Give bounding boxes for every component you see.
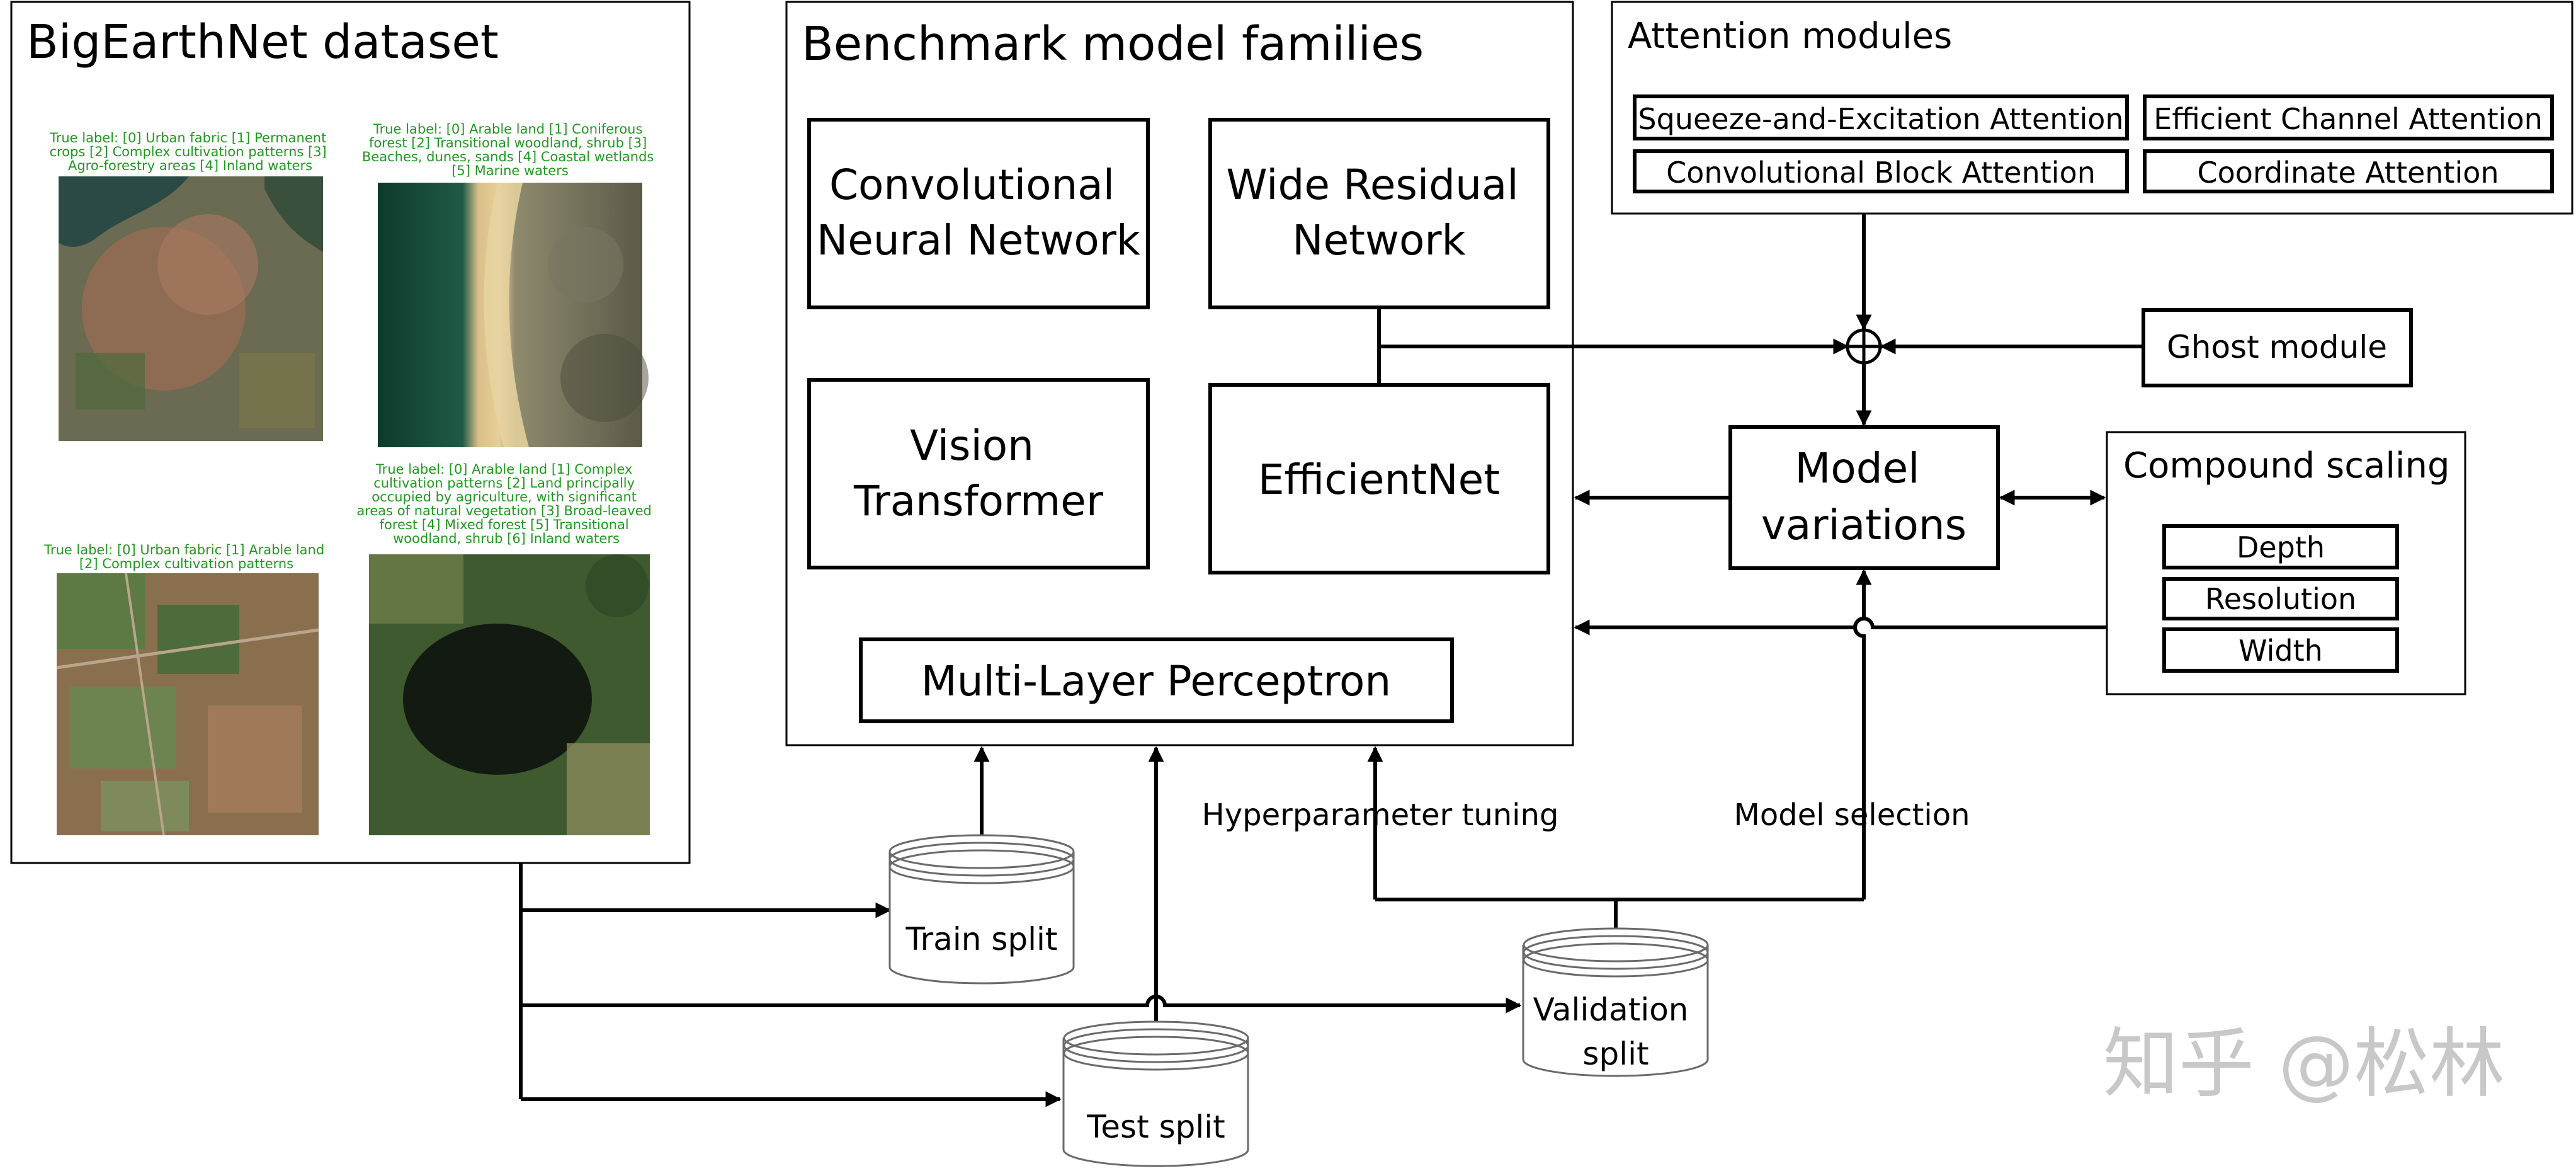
sample-4-caption: True label: [0] Arable land [1] Complex … (356, 462, 655, 546)
model-selection-arrow (1853, 569, 1872, 900)
sample-1-satellite-image (59, 176, 323, 441)
svg-text:Squeeze-and-Excitation Attenti: Squeeze-and-Excitation Attention (1638, 102, 2123, 136)
sample-2: True label: [0] Arable land [1] Conifero… (362, 122, 658, 447)
combine-plus-icon (1846, 328, 1882, 365)
resolution-box: Resolution (2162, 577, 2399, 620)
sample-2-caption: True label: [0] Arable land [1] Conifero… (362, 122, 658, 178)
vision-transformer-box: Vision Transformer (807, 378, 1150, 569)
dataset-title: BigEarthNet dataset (26, 15, 499, 69)
cnn-box: Convolutional Neural Network (807, 118, 1150, 309)
benchmark-panel: Benchmark model families Convolutional N… (785, 1, 1574, 746)
svg-text:Resolution: Resolution (2205, 582, 2356, 616)
svg-text:EfficientNet: EfficientNet (1258, 455, 1500, 504)
svg-text:Test split: Test split (1086, 1109, 1225, 1145)
svg-text:Wide Residual Network: Wide Residual Network (1226, 161, 1531, 265)
sample-1-caption: True label: [0] Urban fabric [1] Permane… (49, 130, 331, 173)
ghost-module-box: Ghost module (2142, 308, 2413, 387)
efficientnet-box: EfficientNet (1208, 383, 1550, 574)
test-split-cylinder: Test split (1062, 1020, 1249, 1167)
wide-residual-network-box: Wide Residual Network (1208, 118, 1550, 309)
model-selection-label: Model selection (1733, 797, 1970, 833)
dataset-to-validation-arrow (521, 995, 1522, 1014)
coordinate-attention-box: Coordinate Attention (2143, 149, 2554, 193)
se-attention-box: Squeeze-and-Excitation Attention (1633, 94, 2129, 140)
svg-text:Validation split: Validation split (1533, 991, 1699, 1072)
sample-1: True label: [0] Urban fabric [1] Permane… (49, 130, 331, 441)
train-split-cylinder: Train split (888, 834, 1075, 985)
svg-text:Train split: Train split (905, 921, 1057, 957)
benchmark-title: Benchmark model families (802, 17, 1424, 71)
dataset-panel: BigEarthNet dataset True label: [0] Urba… (10, 1, 691, 864)
svg-text:Vision Transformer: Vision Transformer (853, 421, 1104, 525)
svg-text:Depth: Depth (2237, 530, 2325, 564)
svg-text:Width: Width (2238, 634, 2323, 668)
svg-text:Model variations: Model variations (1761, 444, 1966, 549)
depth-box: Depth (2162, 524, 2399, 569)
hyperparameter-tuning-label: Hyperparameter tuning (1202, 797, 1559, 833)
compound-scaling-panel: Compound scaling Depth Resolution Width (2106, 431, 2466, 695)
cbam-attention-box: Convolutional Block Attention (1633, 149, 2129, 193)
svg-text:Coordinate Attention: Coordinate Attention (2197, 156, 2499, 190)
watermark-text: 知乎 @松林 (2103, 1020, 2505, 1108)
sample-4: True label: [0] Arable land [1] Complex … (356, 462, 655, 835)
sample-3-satellite-image (56, 573, 319, 836)
svg-text:Convolutional Neural N: Convolutional Neural Network (817, 161, 1141, 265)
sample-2-satellite-image (378, 183, 649, 447)
eca-attention-box: Efficient Channel Attention (2143, 94, 2554, 140)
svg-text:Efficient Channel Attention: Efficient Channel Attention (2153, 102, 2543, 136)
svg-text:Multi-Layer Perceptron: Multi-Layer Perceptron (921, 657, 1391, 705)
svg-text:Convolutional Block Attention: Convolutional Block Attention (1666, 156, 2096, 190)
attention-title: Attention modules (1628, 16, 1952, 57)
sample-3-caption: True label: [0] Urban fabric [1] Arable … (43, 542, 329, 571)
connectors (519, 214, 2143, 1107)
model-variations-box: Model variations (1728, 425, 2000, 570)
compound-scaling-title: Compound scaling (2123, 445, 2450, 486)
validation-split-cylinder: Validation split (1522, 927, 1709, 1077)
svg-text:Ghost module: Ghost module (2167, 329, 2387, 365)
sample-4-satellite-image (369, 554, 650, 835)
width-box: Width (2162, 627, 2399, 673)
attention-panel: Attention modules Squeeze-and-Excitation… (1611, 1, 2573, 215)
sample-3: True label: [0] Urban fabric [1] Arable … (43, 542, 329, 836)
mlp-box: Multi-Layer Perceptron (859, 637, 1454, 723)
compound-to-benchmark-arrow (1574, 617, 2107, 636)
